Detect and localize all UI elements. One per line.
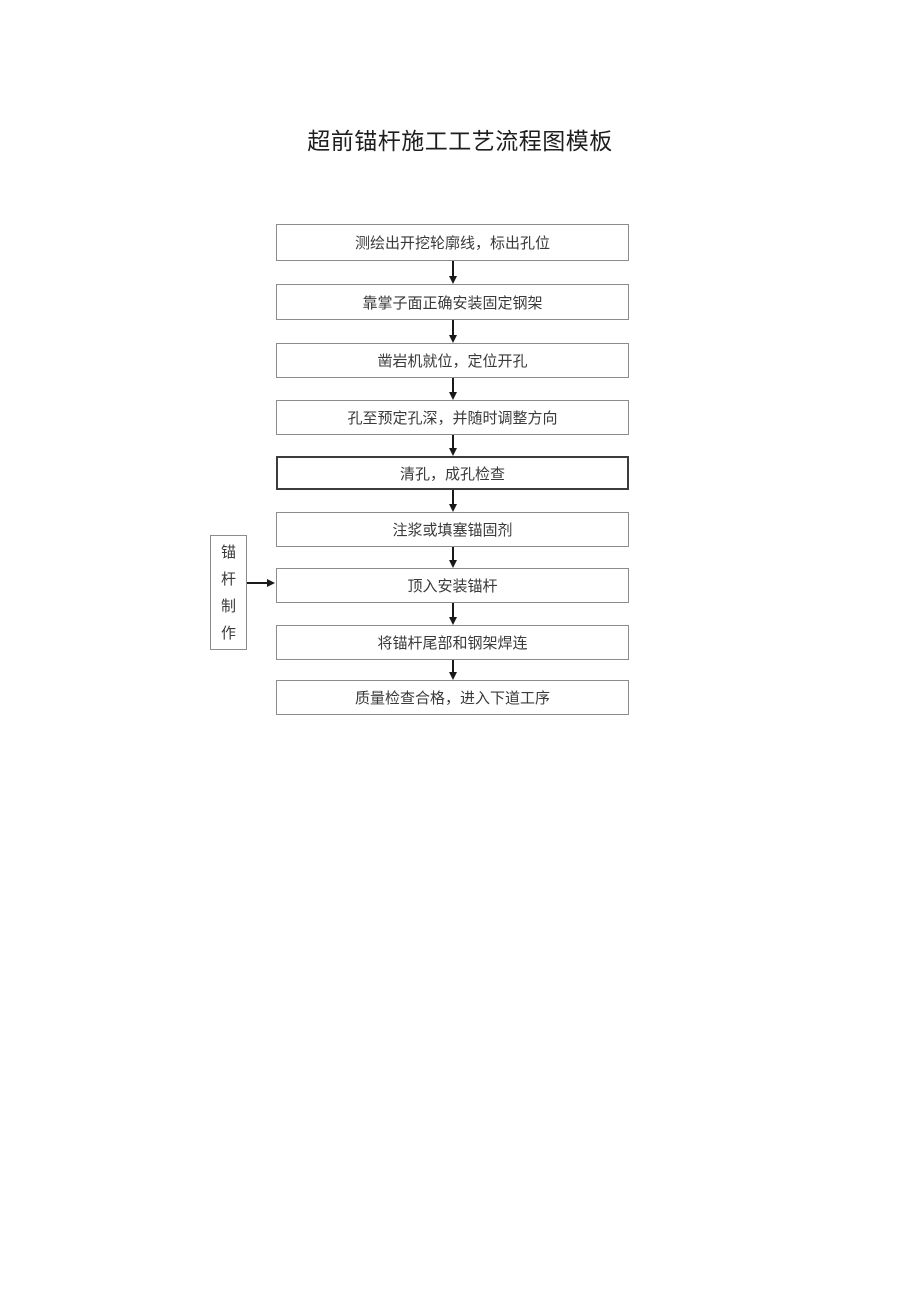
flow-step-label: 靠掌子面正确安装固定钢架 [362, 293, 543, 312]
flow-step-4: 孔至预定孔深，并随时调整方向 [276, 400, 629, 435]
flow-step-label: 清孔，成孔检查 [399, 464, 505, 483]
flow-step-2: 靠掌子面正确安装固定钢架 [276, 284, 629, 320]
flow-step-label: 注浆或填塞锚固剂 [392, 521, 513, 539]
flow-step-label: 孔至预定孔深，并随时调整方向 [347, 409, 558, 427]
flow-step-label: 质量检查合格，进入下道工序 [354, 689, 550, 707]
page-title: 超前锚杆施工工艺流程图模板 [307, 129, 613, 155]
flow-step-8: 将锚杆尾部和钢架焊连 [276, 625, 629, 660]
flow-step-label: 顶入安装锚杆 [407, 577, 498, 595]
side-input-char: 制 [220, 596, 236, 615]
flow-step-9: 质量检查合格，进入下道工序 [276, 680, 629, 715]
side-input-char: 杆 [220, 569, 236, 588]
flow-step-7: 顶入安装锚杆 [276, 568, 629, 603]
flow-step-5: 清孔，成孔检查 [276, 456, 629, 490]
flow-step-1: 测绘出开挖轮廓线，标出孔位 [276, 224, 629, 261]
side-input-box-anchor-fabrication: 锚 杆 制 作 [210, 535, 247, 650]
flow-step-3: 凿岩机就位，定位开孔 [276, 343, 629, 378]
flow-step-label: 凿岩机就位，定位开孔 [377, 352, 528, 370]
flow-step-6: 注浆或填塞锚固剂 [276, 512, 629, 547]
side-input-char: 作 [220, 623, 236, 642]
flow-step-label: 将锚杆尾部和钢架焊连 [377, 634, 528, 652]
side-input-char: 锚 [220, 542, 236, 561]
flow-step-label: 测绘出开挖轮廓线，标出孔位 [354, 234, 550, 252]
